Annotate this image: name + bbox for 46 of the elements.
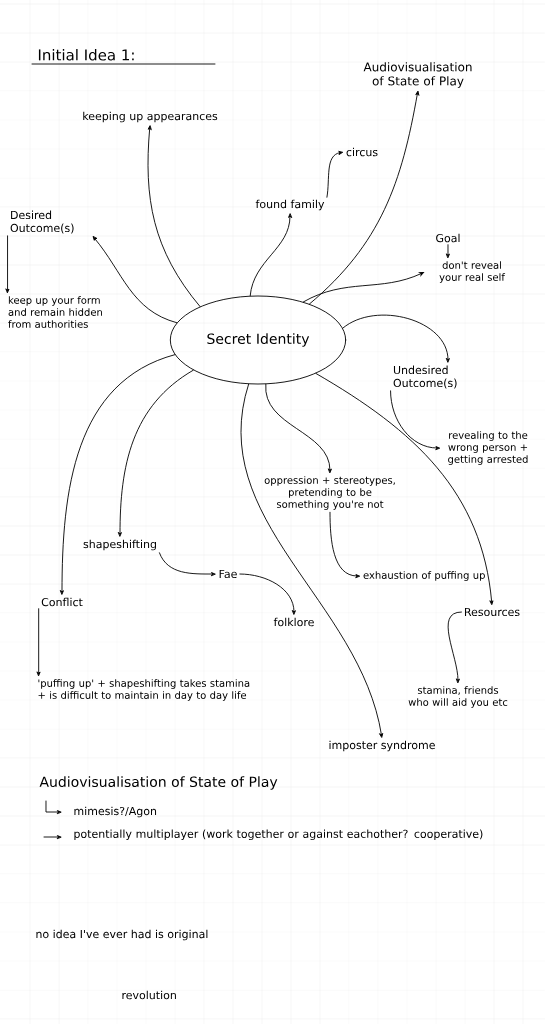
idea-text: Fae	[219, 569, 237, 579]
note-text: revolution	[122, 990, 176, 1000]
idea-text: circus	[346, 147, 378, 157]
idea-text: stamina, friends who will aid you etc	[408, 686, 508, 708]
arrow	[447, 611, 462, 683]
arrow	[92, 236, 178, 324]
arrow	[158, 552, 216, 576]
arrow	[326, 150, 343, 198]
arrow	[60, 354, 176, 595]
heading-text: Resources	[465, 607, 520, 617]
arrow	[249, 213, 292, 297]
note-text: mimesis?/Agon	[74, 806, 157, 818]
idea-text: revealing to the wrong person + getting arrested	[448, 431, 528, 465]
idea-text: folklore	[273, 617, 314, 627]
arrow	[390, 390, 440, 450]
arrow	[241, 383, 384, 738]
note-heading: Audiovisualisation of State of Play	[39, 776, 278, 790]
idea-text: don't reveal your real self	[439, 261, 506, 283]
arrow	[5, 235, 10, 293]
idea-text: keep up your form and remain hidden from authorities	[8, 296, 102, 328]
arrow	[302, 272, 424, 303]
note-text: potentially multiplayer (work together or against eachother? cooperative)	[74, 829, 483, 841]
idea-text: found family	[255, 199, 325, 211]
arrow	[118, 369, 194, 537]
arrow	[147, 125, 201, 307]
title: Initial Idea 1:	[38, 48, 134, 61]
arrow	[36, 608, 41, 676]
arrow	[446, 244, 450, 258]
idea-text: imposter syndrome	[329, 740, 435, 752]
idea-text: exhaustion of puffing up	[363, 571, 485, 581]
heading-text: Desired Outcome(s)	[10, 210, 74, 234]
arrow	[265, 383, 332, 473]
heading-text: Conflict	[41, 597, 83, 607]
idea-text: shapeshifting	[83, 539, 156, 551]
idea-text: keeping up appearances	[83, 111, 218, 123]
note-text: no idea I've ever had is original	[36, 929, 208, 941]
arrow	[309, 90, 420, 305]
idea-text: Audiovisualisation of State of Play	[363, 62, 472, 88]
arrow	[239, 573, 296, 615]
arrow	[342, 314, 450, 363]
idea-text: oppression + stereotypes, pretending to be something you're not	[264, 476, 395, 510]
heading-text: Goal	[436, 233, 460, 243]
arrow	[315, 373, 494, 605]
heading-text: Undesired Outcome(s)	[393, 365, 457, 389]
idea-text: 'puffing up' + shapeshifting takes stamina + is difficult to maintain in day to day life	[38, 679, 250, 701]
arrow	[329, 511, 360, 578]
